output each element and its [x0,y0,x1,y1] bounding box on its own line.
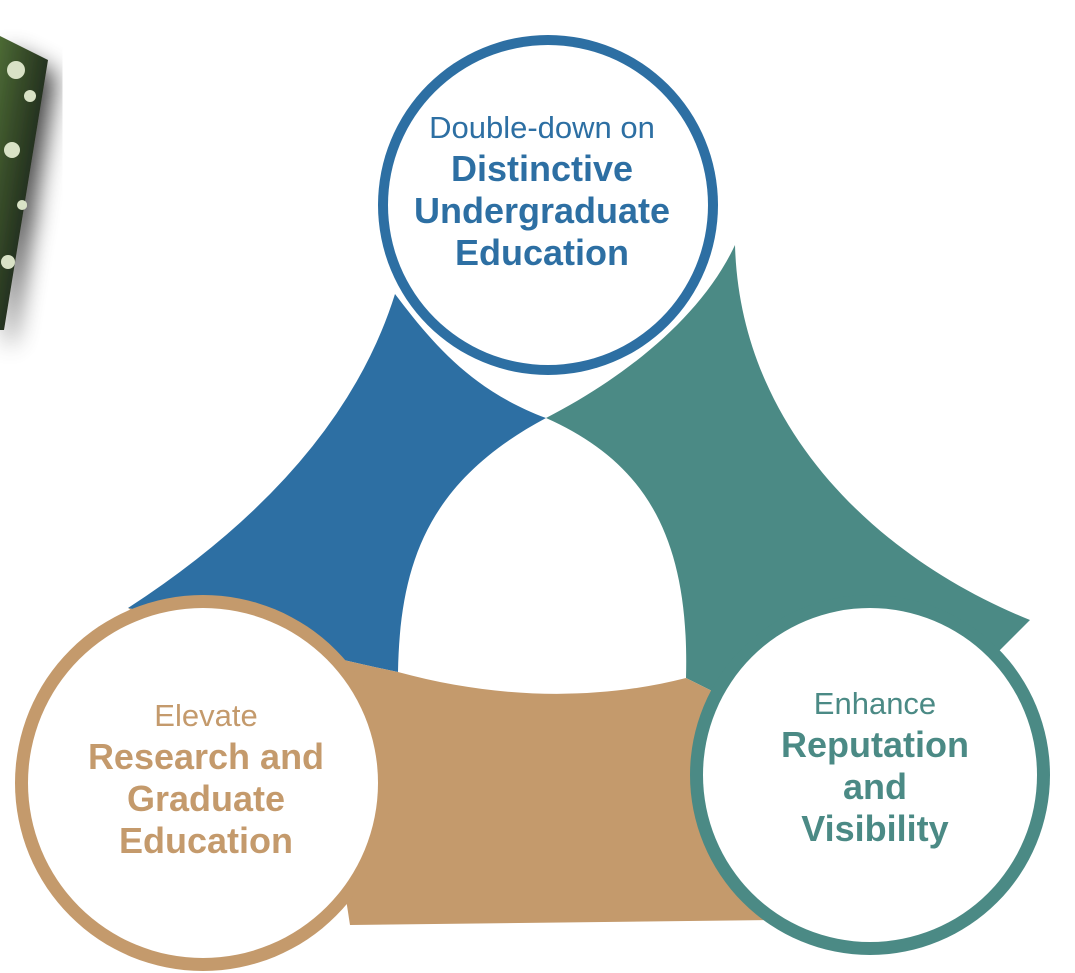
right-node-title-line: Reputation [781,724,969,765]
top-node-title-line: Undergraduate [413,190,671,231]
right-node-center [703,608,1037,942]
right-node-lead: Enhance [813,686,937,721]
photo-foliage-highlight [7,61,25,79]
photo-foliage-highlight [1,255,15,269]
top-node-title-line: Education [454,232,629,273]
left-node-center [28,608,378,958]
top-node-center [388,45,708,365]
photo-foliage-highlight [4,142,20,158]
photo-foliage-highlight [17,200,27,210]
blue-band-left [128,294,546,672]
left-node-lead: Elevate [154,698,258,733]
right-node-label: Enhance Reputation and Visibility [745,684,1005,850]
top-node-label: Double-down on Distinctive Undergraduate… [375,108,709,274]
tilted-photo-corner [0,36,48,330]
photo-surface [0,36,48,330]
left-node-label: Elevate Research and Graduate Education [54,696,358,862]
left-node-title-line: Graduate [126,778,286,819]
top-node-lead: Double-down on [429,110,655,145]
right-node-title-line: and [842,766,907,807]
left-node-title-line: Education [118,820,293,861]
teal-band-right [546,245,1030,695]
photo-foliage-highlight [24,90,36,102]
top-node-title-line: Distinctive [450,148,634,189]
right-node-title-line: Visibility [801,808,949,849]
left-node-title-line: Research and [87,736,325,777]
